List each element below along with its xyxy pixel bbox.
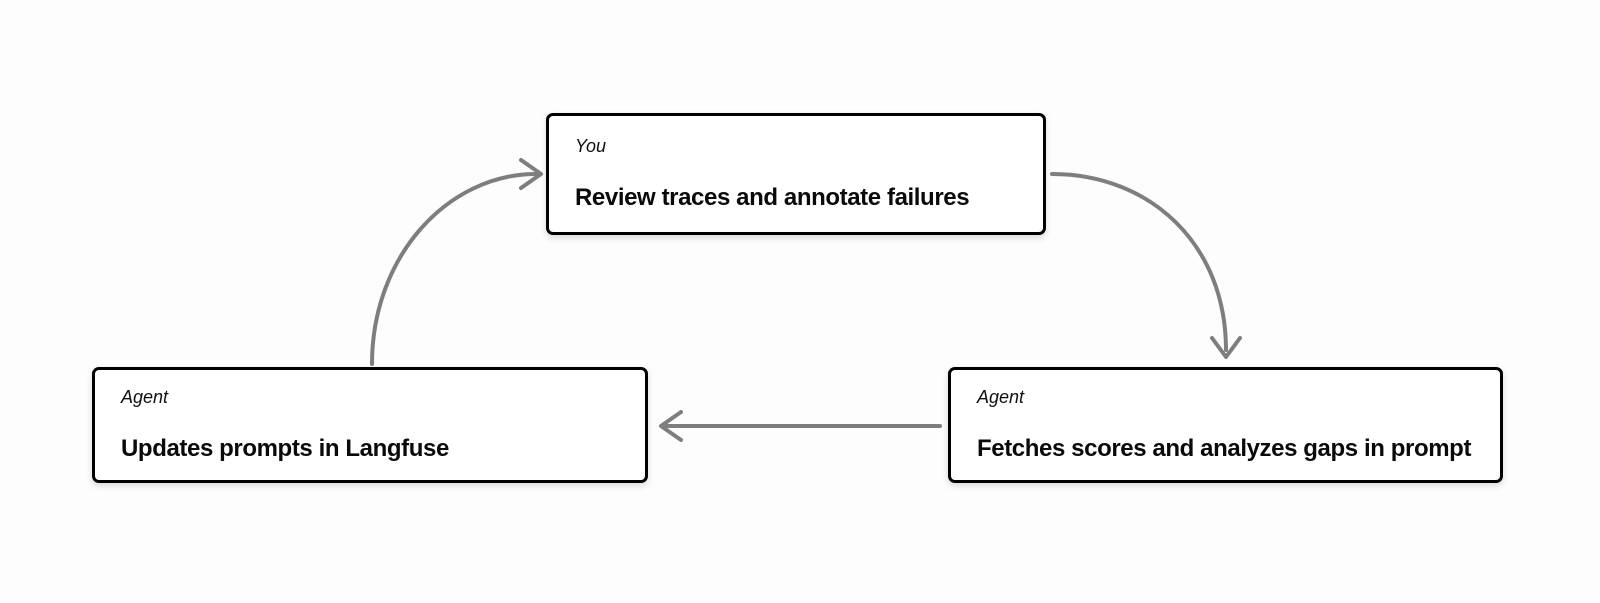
arrowhead-down-icon	[1210, 336, 1242, 359]
node-task-label: Updates prompts in Langfuse	[121, 435, 449, 462]
node-actor-label: You	[575, 136, 607, 156]
arrow-review-to-fetch	[1050, 172, 1242, 359]
node-actor-label: Agent	[977, 387, 1025, 407]
arrowhead-left-icon	[659, 410, 683, 442]
node-fetch-scores: Agent Fetches scores and analyzes gaps i…	[948, 367, 1503, 483]
node-actor-label: Agent	[121, 387, 169, 407]
node-update-prompts: Agent Updates prompts in Langfuse	[92, 367, 648, 483]
node-review-traces: You Review traces and annotate failures	[546, 113, 1046, 235]
node-task-label: Review traces and annotate failures	[575, 184, 970, 211]
arrow-update-to-review	[370, 158, 543, 366]
arrow-fetch-to-update	[659, 410, 942, 442]
node-task-label: Fetches scores and analyzes gaps in prom…	[977, 435, 1472, 462]
arrowhead-right-icon	[519, 158, 543, 190]
